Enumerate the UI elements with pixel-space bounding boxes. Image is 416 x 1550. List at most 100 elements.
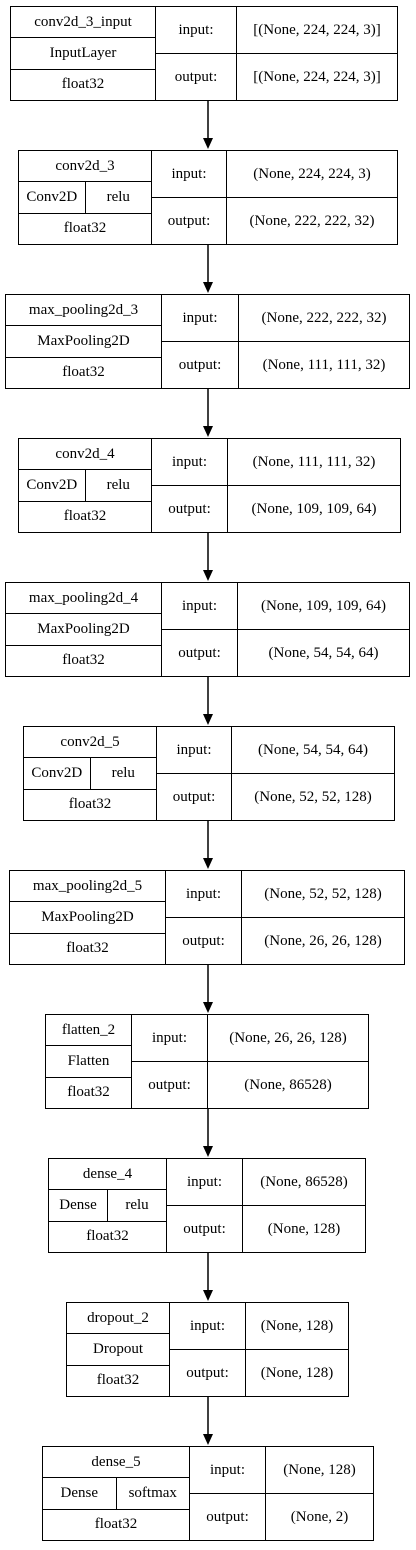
output-shape: (None, 109, 109, 64) xyxy=(228,485,400,532)
input-label: input: xyxy=(182,309,218,326)
output-label: output: xyxy=(190,1493,265,1540)
layer-activation: softmax xyxy=(115,1478,190,1509)
layer-name: max_pooling2d_4 xyxy=(28,589,139,606)
input-shape: (None, 222, 222, 32) xyxy=(261,309,387,326)
input-shape: [(None, 224, 224, 3)] xyxy=(253,21,381,38)
io-shapes: (None, 52, 52, 128) (None, 26, 26, 128) xyxy=(242,871,404,964)
layer-dtype: float32 xyxy=(46,1076,131,1108)
input-label: input: xyxy=(176,741,212,758)
layer-type-row: Dense softmax xyxy=(43,1477,190,1509)
arrow-head xyxy=(203,570,213,581)
input-shape: (None, 54, 54, 64) xyxy=(258,741,368,758)
layer-name: flatten_2 xyxy=(61,1021,116,1038)
io-labels: input:output: xyxy=(190,1447,266,1540)
layer-type: Conv2D xyxy=(31,764,83,781)
output-shape: (None, 128) xyxy=(246,1349,348,1396)
arrow-head xyxy=(203,138,213,149)
io-labels: input: output: xyxy=(156,7,237,100)
output-shape: (None, 128) xyxy=(243,1205,365,1252)
layer-name: conv2d_5 xyxy=(60,733,120,750)
input-label: input: xyxy=(171,165,207,182)
layer-dtype: float32 xyxy=(6,356,161,388)
output-label: output: xyxy=(162,341,238,388)
io-labels: input:output: xyxy=(162,583,238,676)
output-label: output: xyxy=(152,197,226,244)
io-labels: input:output: xyxy=(152,439,228,532)
output-shape: (None, 111, 111, 32) xyxy=(239,341,409,388)
input-shape: (None, 224, 224, 3) xyxy=(253,165,371,182)
input-shape: (None, 52, 52, 128) xyxy=(264,885,382,902)
output-shape: (None, 86528) xyxy=(208,1061,368,1108)
arrow-head xyxy=(203,1434,213,1445)
output-label: output: xyxy=(170,1349,245,1396)
layer-activation: relu xyxy=(89,758,157,789)
layer-name: conv2d_4 xyxy=(55,445,115,462)
input-label: input: xyxy=(181,597,217,614)
io-labels: input: output: xyxy=(167,1159,243,1252)
output-label: output: xyxy=(167,1205,242,1252)
output-shape: (None, 52, 52, 128) xyxy=(232,773,394,820)
io-labels: input:output: xyxy=(166,871,242,964)
input-shape: (None, 26, 26, 128) xyxy=(229,1029,347,1046)
layer-type: InputLayer xyxy=(11,37,155,68)
layer-name: conv2d_3_input xyxy=(34,13,132,30)
io-shapes: (None, 54, 54, 64) (None, 52, 52, 128) xyxy=(232,727,394,820)
layer-dtype: float32 xyxy=(67,1364,169,1396)
input-shape: (None, 86528) xyxy=(260,1173,348,1190)
layer-type: Dense xyxy=(60,1484,99,1501)
input-label: input: xyxy=(151,1029,187,1046)
output-label: output: xyxy=(156,53,236,100)
layer-dtype: float32 xyxy=(19,212,151,244)
layer-type: Conv2D xyxy=(26,188,78,205)
output-shape: (None, 54, 54, 64) xyxy=(238,629,409,676)
output-shape: (None, 222, 222, 32) xyxy=(227,197,397,244)
io-shapes: (None, 128)(None, 2) xyxy=(266,1447,373,1540)
layer-activation: relu xyxy=(107,1190,166,1221)
input-label: input: xyxy=(186,1173,222,1190)
io-labels: input: output: xyxy=(132,1015,208,1108)
arrow-head xyxy=(203,714,213,725)
io-labels: input: output: xyxy=(152,151,227,244)
output-shape: [(None, 224, 224, 3)] xyxy=(237,53,397,100)
layer-dtype: float32 xyxy=(10,932,165,964)
output-shape: (None, 26, 26, 128) xyxy=(242,917,404,964)
layer-name: dense_5 xyxy=(91,1453,141,1470)
io-shapes: (None, 222, 222, 32) (None, 111, 111, 32) xyxy=(239,295,409,388)
layer-dtype: float32 xyxy=(6,644,161,676)
input-shape: (None, 128) xyxy=(283,1461,356,1478)
layer-name: conv2d_3 xyxy=(55,157,115,174)
output-label: output: xyxy=(157,773,231,820)
layer-dtype: float32 xyxy=(24,788,156,820)
io-labels: input: output: xyxy=(170,1303,246,1396)
arrow-head xyxy=(203,282,213,293)
layer-type-row: Conv2D relu xyxy=(24,757,157,789)
io-shapes: (None, 111, 111, 32)(None, 109, 109, 64) xyxy=(228,439,400,532)
layer-type: Dropout xyxy=(67,1333,169,1364)
layer-name: max_pooling2d_3 xyxy=(28,301,139,318)
layer-type: MaxPooling2D xyxy=(6,613,161,644)
io-shapes: (None, 109, 109, 64)(None, 54, 54, 64) xyxy=(238,583,409,676)
input-shape: (None, 128) xyxy=(260,1317,334,1334)
output-label: output: xyxy=(132,1061,207,1108)
input-label: input: xyxy=(189,1317,225,1334)
input-label: input: xyxy=(178,21,214,38)
